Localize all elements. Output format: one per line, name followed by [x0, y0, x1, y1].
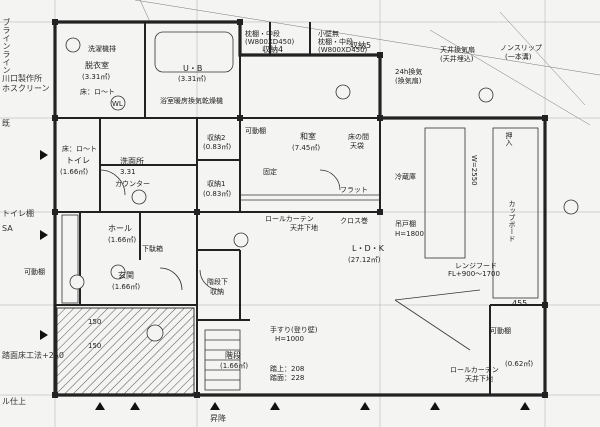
storage4-name: 収納4: [262, 45, 284, 54]
roll-curtain2-label: ロールカーテン: [450, 366, 499, 374]
movable-shelf-mid: 可動棚: [245, 127, 266, 135]
hall-name: ホール: [108, 224, 132, 233]
shoebox-label: 下駄箱: [142, 245, 163, 253]
entrance-hatch: [56, 307, 195, 396]
dressing-floor-label: 床：ロ〜ト: [80, 88, 115, 96]
dressing-room-area: (3.31㎡): [82, 73, 111, 81]
columns: [52, 19, 548, 398]
reference-lines: [134, 0, 600, 126]
dressing-room-name: 脱衣室: [85, 61, 109, 70]
stair-area: (1.66㎡): [220, 362, 249, 370]
hall-area: (1.66㎡): [108, 236, 137, 244]
lower-label: 昇降: [210, 414, 226, 423]
dim-150b-label: 150: [88, 342, 102, 350]
movable-shelf-left: 可動棚: [24, 268, 45, 276]
flat-label: フラット: [340, 186, 368, 194]
stair-tread-label: 踏面：228: [270, 374, 305, 382]
door-swings: [99, 169, 341, 291]
entrance-name: 玄関: [118, 271, 134, 280]
dim-150a-label: 150: [88, 318, 102, 326]
finish-label: ル仕上: [2, 397, 26, 406]
storage1-name: 収納1: [207, 180, 226, 188]
toilet-shelf-label: トイレ棚: [2, 209, 34, 218]
left-mark-label: 既: [2, 119, 10, 128]
washitsu-name: 和室: [300, 132, 316, 141]
bathroom-area: (3.31㎡): [178, 75, 207, 83]
roll-curtain-label: ロールカーテン: [265, 215, 314, 223]
hoseline-label: ホスクリーン: [2, 84, 50, 93]
vent-24h-label: 24h換気: [395, 68, 423, 76]
kitchen-height-label: H=1800: [395, 230, 424, 238]
kawaguchi-label: 川口製作所: [2, 74, 42, 83]
bottom-note-label: 踏面床工法+250: [2, 351, 64, 360]
dim-455-label: 455: [512, 299, 528, 308]
dryer-label: 洗濯機排: [88, 45, 116, 53]
cupboard-label: カップボード: [508, 200, 516, 242]
oshiire-label: 押入: [505, 132, 513, 146]
bath-dryer-label: 浴室暖房換気乾燥機: [160, 97, 223, 105]
closet-area-label: (0.62㎡): [505, 360, 534, 368]
storage5-name: 収納5: [350, 41, 372, 50]
fixed-label: 固定: [263, 168, 277, 176]
kitchen-cabinet-label: 吊戸棚: [395, 220, 416, 228]
tokonoma-label: 床の間: [348, 133, 369, 141]
ceiling-base-label: 天井下地: [290, 224, 318, 232]
counter-label: カウンター: [115, 180, 150, 188]
storage1-area: (0.83㎡): [203, 190, 232, 198]
storage5-top-label: 小壁無: [318, 30, 339, 38]
movable-shelf-right: 可動棚: [490, 327, 511, 335]
storage4-sub-label: (W800XD450): [245, 38, 295, 46]
stair-storage-label: 階段下: [207, 278, 228, 286]
tenbukuro-label: 天袋: [350, 142, 364, 150]
washroom-area: 3.31: [120, 168, 136, 176]
dimension-ticks: [40, 150, 530, 410]
storage5-top2-label: 枕棚・中段: [318, 38, 353, 46]
range-hood-label: レンジフード: [455, 262, 497, 270]
washroom-name: 洗面所: [120, 157, 144, 166]
storage4-top-label: 枕棚・中段: [245, 30, 280, 38]
interior-walls: [55, 22, 545, 395]
toilet-area: (1.66㎡): [60, 168, 89, 176]
stair-rise-label: 踏上：208: [270, 365, 305, 373]
nonslip2-label: (一本溝): [505, 53, 532, 61]
nonslip-label: ノンスリップ: [500, 44, 542, 52]
storage5-sub-label: (W800XD450): [318, 46, 368, 54]
ceiling-base2-label: 天井下地: [465, 375, 493, 383]
vent-label: 天井換気扇: [440, 46, 475, 54]
stair-storage2-label: 収納: [210, 288, 224, 296]
stair-height-label: H=1000: [275, 335, 304, 343]
vent2-label: (天井埋込): [440, 55, 474, 63]
bathroom-name: U・B: [183, 64, 203, 73]
vent-24h2-label: (換気扇): [395, 77, 422, 85]
ldk-name: L・D・K: [352, 244, 384, 253]
sa-label: SA: [2, 224, 13, 233]
storage2-area: (0.83㎡): [203, 143, 232, 151]
detail-lines: [61, 31, 539, 391]
entrance-area: (1.66㎡): [112, 283, 141, 291]
cupboard-fl-label: FL+900〜1700: [448, 270, 500, 278]
cross-label: クロス巻: [340, 217, 368, 225]
cupboard-width-label: W=2550: [470, 155, 478, 186]
toilet-floor-label: 床：ロ〜ト: [62, 145, 97, 153]
blind-line-label: ブラインライン: [2, 18, 11, 74]
fridge-label: 冷蔵庫: [395, 173, 416, 181]
storage2-name: 収納2: [207, 134, 226, 142]
circle-markers: [65, 37, 579, 342]
wl-marker-label: WL: [112, 100, 123, 108]
stair-name: 階段: [225, 351, 241, 360]
stair-pole-label: 手すり(登り壁): [270, 326, 318, 334]
toilet-name: トイレ: [66, 156, 90, 165]
washitsu-area: (7.45㎡): [292, 144, 321, 152]
ldk-area: (27.12㎡): [348, 256, 381, 264]
